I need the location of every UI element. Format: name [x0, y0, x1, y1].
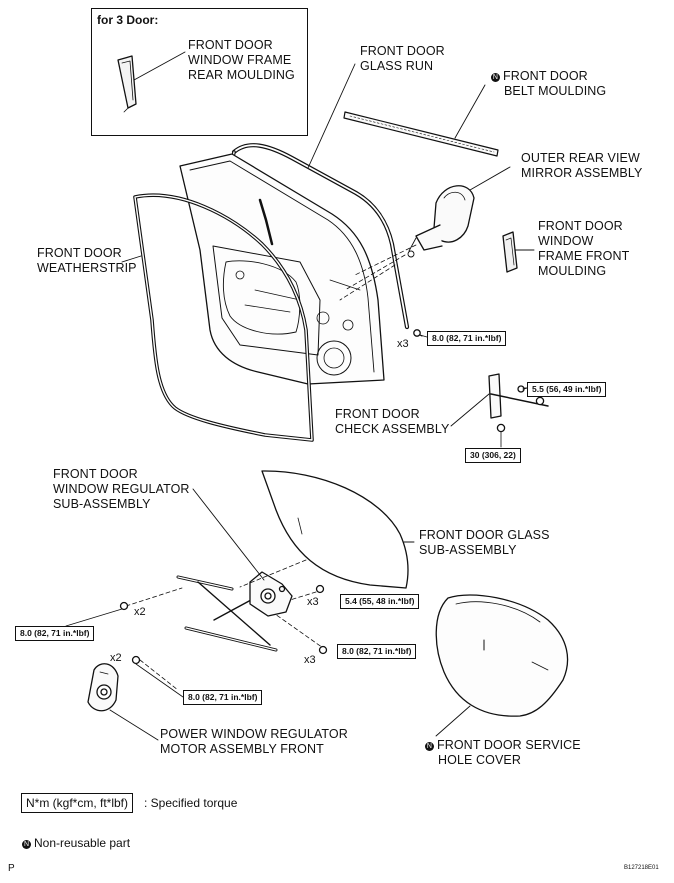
door-glass-part: [261, 470, 409, 589]
leader-motor-bolt: [135, 663, 184, 698]
torque-motor: 8.0 (82, 71 in.*lbf): [183, 690, 263, 705]
label-line: HOLE COVER: [438, 753, 521, 767]
label-line: SUB-ASSEMBLY: [419, 543, 517, 557]
legend-unit: N*m (kgf*cm, ft*lbf): [21, 793, 134, 813]
torque-glass-bolt: 5.4 (55, 48 in.*lbf): [340, 594, 420, 609]
non-reusable-icon: N: [491, 73, 500, 82]
label-line: FRONT DOOR GLASS: [419, 528, 550, 542]
motor-part: [87, 663, 119, 712]
label-line: FRAME FRONT: [538, 249, 630, 263]
label-line: FRONT DOOR: [53, 467, 138, 481]
service-hole-cover-part: [435, 594, 569, 717]
label-line: WINDOW: [538, 234, 594, 248]
leader-belt-moulding: [454, 84, 486, 139]
label-glass-run: FRONT DOOR GLASS RUN: [360, 44, 445, 74]
leader-regulator-left: [65, 608, 123, 627]
label-line: FRONT DOOR: [538, 219, 623, 233]
non-reusable-icon: N: [425, 742, 434, 751]
qty-regulator-left: x2: [134, 606, 146, 618]
glass-bolt: [315, 584, 325, 594]
qty-regulator-right: x3: [304, 654, 316, 666]
label-line: MOULDING: [538, 264, 607, 278]
label-line: REAR MOULDING: [188, 68, 295, 82]
page-letter: P: [8, 863, 15, 874]
label-line: WEATHERSTRIP: [37, 261, 137, 275]
legend-text: : Specified torque: [144, 796, 238, 810]
window-regulator-part: [176, 571, 293, 652]
weatherstrip-part: [133, 193, 314, 442]
belt-moulding-part: [343, 111, 499, 157]
label-text: FRONT DOOR: [503, 69, 588, 83]
leader-hole-cover: [435, 705, 471, 737]
leader-inset-moulding: [133, 51, 186, 81]
leader-check-assembly: [450, 393, 490, 427]
label-mirror: OUTER REAR VIEW MIRROR ASSEMBLY: [521, 151, 642, 181]
label-line: FRONT DOOR: [188, 38, 273, 52]
torque-check-bottom: 30 (306, 22): [465, 448, 521, 463]
label-line: MOTOR ASSEMBLY FRONT: [160, 742, 324, 756]
label-line: POWER WINDOW REGULATOR: [160, 727, 348, 741]
motor-bolt: [131, 655, 141, 665]
label-line: FRONT DOOR: [335, 407, 420, 421]
label-line: CHECK ASSEMBLY: [335, 422, 450, 436]
label-line: FRONT DOOR: [360, 44, 445, 58]
inset-title: for 3 Door:: [97, 13, 159, 27]
label-regulator: FRONT DOOR WINDOW REGULATOR SUB-ASSEMBLY: [53, 467, 190, 512]
non-reusable-icon: N: [22, 840, 31, 849]
inset-rear-moulding-part: [117, 55, 137, 113]
label-text: FRONT DOOR SERVICE: [437, 738, 581, 752]
mirror-part: [407, 185, 475, 258]
label-door-glass: FRONT DOOR GLASS SUB-ASSEMBLY: [419, 528, 550, 558]
torque-glass-run: 8.0 (82, 71 in.*lbf): [427, 331, 507, 346]
label-motor: POWER WINDOW REGULATOR MOTOR ASSEMBLY FR…: [160, 727, 348, 757]
label-rear-moulding: FRONT DOOR WINDOW FRAME REAR MOULDING: [188, 38, 295, 83]
figure-code: B127218E01: [624, 865, 659, 871]
inset-frame: [91, 8, 308, 136]
torque-check-top: 5.5 (56, 49 in.*lbf): [527, 382, 607, 397]
label-line: SUB-ASSEMBLY: [53, 497, 151, 511]
torque-regulator-right: 8.0 (82, 71 in.*lbf): [337, 644, 417, 659]
mirror-mount-lines: [339, 244, 417, 301]
label-weatherstrip: FRONT DOOR WEATHERSTRIP: [37, 246, 137, 276]
leader-glass-run-torque: [419, 334, 428, 338]
check-assembly-part: [488, 373, 549, 433]
frame-front-moulding-part: [502, 231, 518, 273]
label-line: WINDOW REGULATOR: [53, 482, 190, 496]
qty-glass-run: x3: [397, 338, 409, 350]
note-text: Non-reusable part: [34, 836, 131, 850]
label-line: FRONT DOOR: [37, 246, 122, 260]
label-line: WINDOW FRAME: [188, 53, 292, 67]
leader-glass-run: [307, 63, 356, 169]
label-line: GLASS RUN: [360, 59, 434, 73]
label-check-assembly: FRONT DOOR CHECK ASSEMBLY: [335, 407, 449, 437]
torque-regulator-left: 8.0 (82, 71 in.*lbf): [15, 626, 95, 641]
label-frame-front-moulding: FRONT DOOR WINDOW FRAME FRONT MOULDING: [538, 219, 629, 279]
label-line: MIRROR ASSEMBLY: [521, 166, 643, 180]
leader-mirror: [469, 166, 511, 191]
label-line: OUTER REAR VIEW: [521, 151, 640, 165]
leader-regulator: [192, 488, 265, 581]
label-line: BELT MOULDING: [504, 84, 607, 98]
leader-weatherstrip: [121, 255, 142, 263]
regulator-mount-lines: [125, 559, 327, 691]
qty-motor: x2: [110, 652, 122, 664]
regulator-left-bolt: [119, 601, 129, 611]
leader-motor: [109, 709, 159, 741]
regulator-right-bolt: [318, 645, 328, 655]
qty-glass-bolt: x3: [307, 596, 319, 608]
